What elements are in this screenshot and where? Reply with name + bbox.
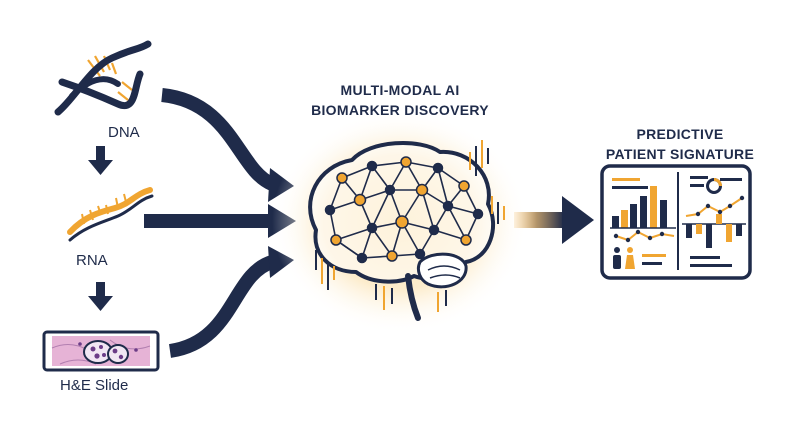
center-title-line1: MULTI-MODAL AI — [340, 82, 460, 98]
patient-icon — [613, 247, 635, 269]
data-bars-top-right — [469, 140, 489, 176]
data-bars-left — [315, 250, 335, 290]
down-arrow-rna-slide — [88, 282, 113, 311]
output-arrow — [514, 196, 594, 244]
center-title: MULTI-MODAL AI BIOMARKER DISCOVERY — [300, 80, 500, 120]
dashboard-bar-chart — [610, 186, 676, 229]
dna-helix-icon — [54, 40, 152, 116]
dashboard-diverging-chart — [682, 195, 746, 248]
he-slide-icon — [42, 330, 160, 372]
output-title-line2: PATIENT SIGNATURE — [605, 146, 755, 162]
dna-label: DNA — [108, 124, 140, 141]
rna-strand-icon — [67, 187, 154, 242]
output-title-line1: PREDICTIVE — [636, 126, 724, 142]
he-slide-label: H&E Slide — [60, 377, 129, 394]
center-title-line2: BIOMARKER DISCOVERY — [311, 102, 489, 118]
data-bars-bottom — [375, 284, 447, 312]
rna-label: RNA — [76, 252, 108, 269]
arrow-dna-to-brain — [161, 88, 276, 191]
arrow-slide-to-brain — [168, 255, 275, 358]
dashboard-icon — [600, 164, 752, 280]
arrow-rna-to-brain — [144, 214, 270, 228]
output-title: PREDICTIVE PATIENT SIGNATURE — [590, 124, 770, 164]
down-arrow-dna-rna — [88, 146, 113, 175]
brain-network-icon — [272, 110, 528, 334]
data-bars-right — [491, 196, 505, 224]
